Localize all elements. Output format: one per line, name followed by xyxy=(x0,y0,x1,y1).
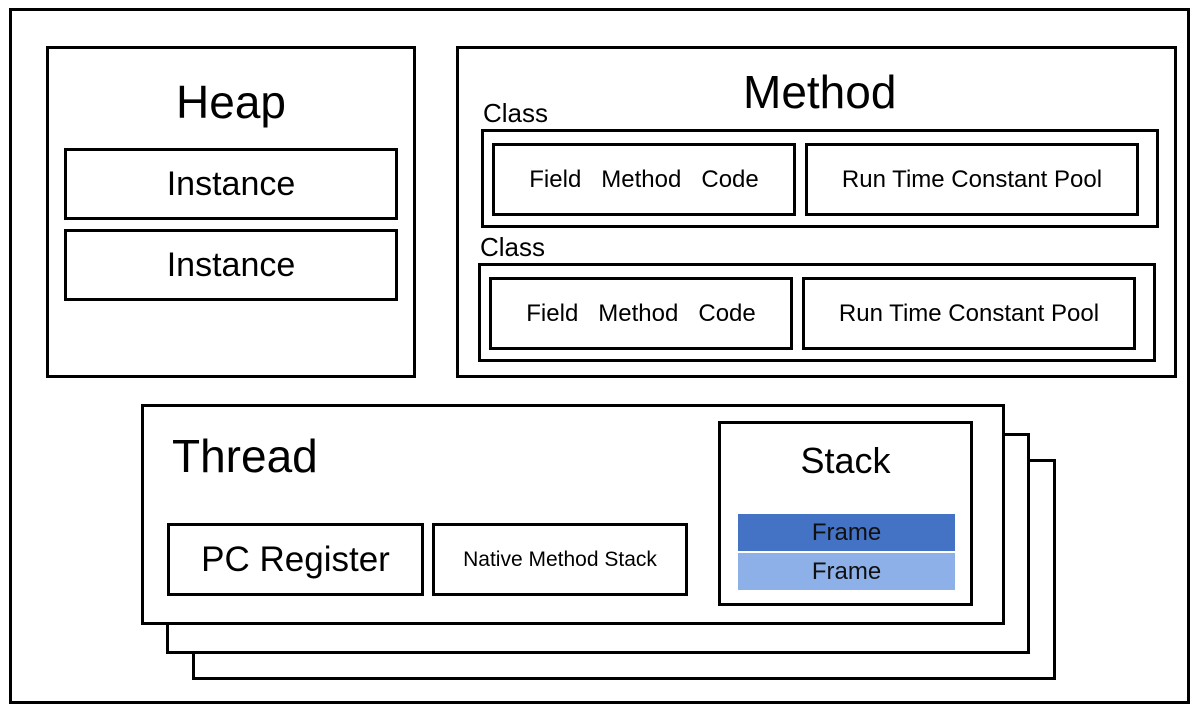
heap-title: Heap xyxy=(176,76,286,128)
stack-title: Stack xyxy=(800,440,891,481)
instance-label: Instance xyxy=(166,164,296,203)
instance-label: Instance xyxy=(166,245,296,284)
frame-label: Frame xyxy=(811,557,882,585)
class-label: Class xyxy=(483,98,549,128)
field-label: Field xyxy=(526,299,579,327)
code-label: Code xyxy=(701,165,759,193)
native-method-stack: Native Method Stack xyxy=(432,523,688,596)
class-1-constant-pool: Run Time Constant Pool xyxy=(805,143,1139,216)
code-label: Code xyxy=(698,299,756,327)
class-2-members: Field Method Code xyxy=(489,277,793,350)
stack-frame-2: Frame xyxy=(738,553,955,590)
field-label: Field xyxy=(529,165,582,193)
heap-instance-1: Instance xyxy=(64,148,398,220)
class-label: Class xyxy=(480,232,546,262)
constant-pool-label: Run Time Constant Pool xyxy=(841,165,1103,193)
pc-register-label: PC Register xyxy=(201,539,390,579)
frame-label: Frame xyxy=(811,518,882,546)
pc-register: PC Register xyxy=(167,523,424,596)
class-1-members: Field Method Code xyxy=(492,143,796,216)
constant-pool-label: Run Time Constant Pool xyxy=(838,299,1100,327)
method-label: Method xyxy=(601,165,682,193)
class-2-constant-pool: Run Time Constant Pool xyxy=(802,277,1136,350)
heap-instance-2: Instance xyxy=(64,229,398,301)
stack-frame-1: Frame xyxy=(738,514,955,551)
method-area-title: Method xyxy=(743,66,897,118)
method-label: Method xyxy=(598,299,679,327)
thread-title: Thread xyxy=(172,430,318,482)
native-method-stack-label: Native Method Stack xyxy=(463,547,657,571)
